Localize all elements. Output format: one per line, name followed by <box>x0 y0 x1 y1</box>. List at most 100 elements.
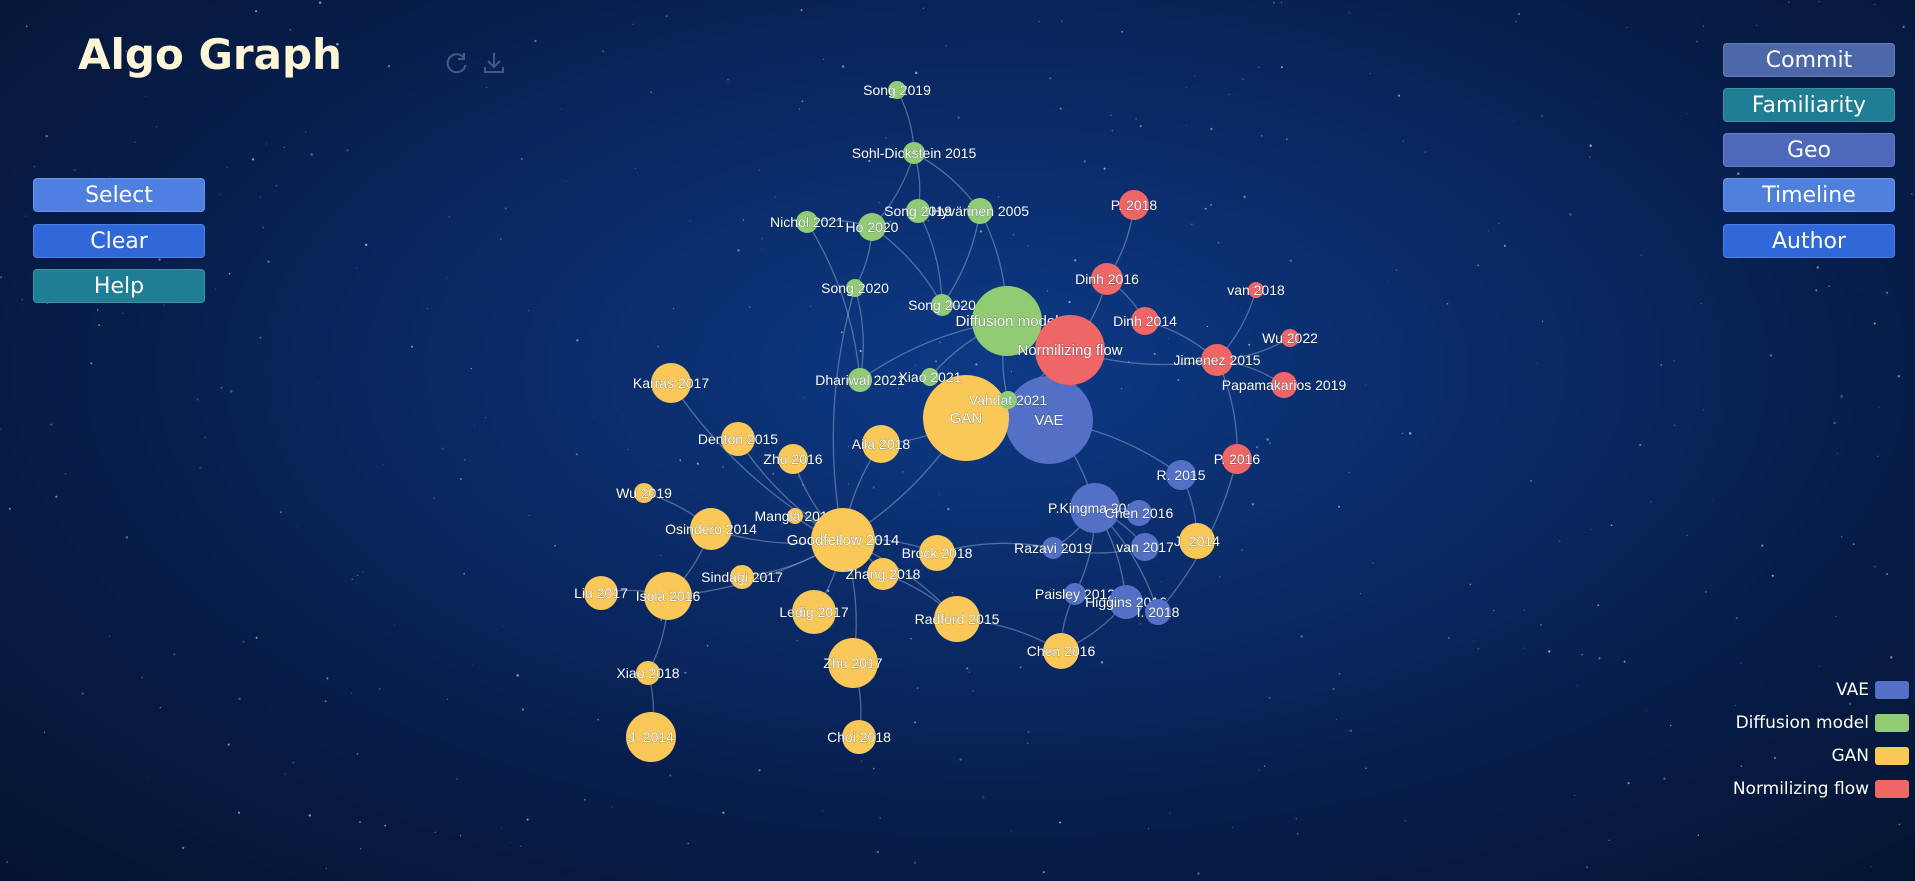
graph-node-song-2019[interactable]: Song 2019 <box>884 199 952 223</box>
graph-node-ho-2020[interactable]: Ho 2020 <box>845 213 899 241</box>
node-circle[interactable] <box>906 199 930 223</box>
node-circle[interactable] <box>1281 329 1299 347</box>
graph-node-xiao-2018[interactable]: Xiao 2018 <box>616 661 680 685</box>
node-circle[interactable] <box>796 211 818 233</box>
node-circle[interactable] <box>787 508 803 524</box>
graph-node-song-2019[interactable]: Song 2019 <box>863 81 931 99</box>
graph-node-xiao-2021[interactable]: Xiao 2021 <box>898 368 962 386</box>
refresh-icon[interactable] <box>444 50 470 76</box>
graph-node-razavi-2019[interactable]: Razavi 2019 <box>1014 537 1092 559</box>
node-circle[interactable] <box>1248 282 1264 298</box>
legend-item-gan[interactable]: GAN <box>1649 745 1909 767</box>
node-circle[interactable] <box>858 213 886 241</box>
legend-item-vae[interactable]: VAE <box>1649 679 1909 701</box>
graph-node-jimenez-2015[interactable]: Jimenez 2015 <box>1173 344 1261 376</box>
graph-node-osindero-2014[interactable]: Osindero 2014 <box>665 508 757 550</box>
node-circle[interactable] <box>636 661 660 685</box>
graph-node-nichol-2021[interactable]: Nichol 2021 <box>770 211 844 233</box>
node-circle[interactable] <box>721 422 755 456</box>
node-circle[interactable] <box>1131 307 1159 335</box>
graph-node-wu-2019[interactable]: Wu 2019 <box>616 483 672 503</box>
graph-node-van-2018[interactable]: van 2018 <box>1227 282 1285 299</box>
node-circle[interactable] <box>634 483 654 503</box>
node-circle[interactable] <box>1166 460 1196 490</box>
node-circle[interactable] <box>811 508 875 572</box>
node-circle[interactable] <box>931 294 953 316</box>
node-circle[interactable] <box>921 368 939 386</box>
node-circle[interactable] <box>828 638 878 688</box>
node-circle[interactable] <box>923 375 1009 461</box>
graph-node-zhu-2016[interactable]: Zhu 2016 <box>763 444 823 474</box>
graph-node-liu-2017[interactable]: Liu 2017 <box>574 576 628 610</box>
node-circle[interactable] <box>1070 483 1120 533</box>
node-circle[interactable] <box>1043 633 1079 669</box>
node-circle[interactable] <box>903 142 925 164</box>
node-circle[interactable] <box>1201 344 1233 376</box>
graph-node-denton-2015[interactable]: Denton 2015 <box>698 422 779 456</box>
graph-node-j-2014[interactable]: J. 2014 <box>1174 523 1220 559</box>
node-circle[interactable] <box>1145 599 1171 625</box>
node-circle[interactable] <box>967 198 993 224</box>
node-circle[interactable] <box>934 596 980 642</box>
node-circle[interactable] <box>792 590 836 634</box>
legend-item-diffusion-model[interactable]: Diffusion model <box>1649 712 1909 734</box>
node-circle[interactable] <box>584 576 618 610</box>
clear-button[interactable]: Clear <box>33 224 205 258</box>
node-circle[interactable] <box>1035 315 1105 385</box>
node-circle[interactable] <box>1064 583 1086 605</box>
commit-button[interactable]: Commit <box>1723 43 1895 77</box>
graph-node-goodfellow-2014[interactable]: Goodfellow 2014 <box>786 508 900 572</box>
graph-node-sohl-dickstein-2015[interactable]: Sohl-Dickstein 2015 <box>851 142 977 164</box>
graph-node-paisley-2012[interactable]: Paisley 2012 <box>1035 583 1116 605</box>
download-icon[interactable] <box>481 50 507 76</box>
graph-node-p-kingma-2013[interactable]: P.Kingma 2013 <box>1048 483 1142 533</box>
graph-node-dinh-2014[interactable]: Dinh 2014 <box>1113 307 1177 335</box>
node-circle[interactable] <box>1119 190 1149 220</box>
graph-node-radford-2015[interactable]: Radford 2015 <box>914 596 1000 642</box>
node-circle[interactable] <box>778 444 808 474</box>
graph-node-r-2015[interactable]: R. 2015 <box>1156 460 1206 490</box>
graph-node-karras-2017[interactable]: Karras 2017 <box>633 363 710 403</box>
node-circle[interactable] <box>972 286 1042 356</box>
graph-node-mangla-2019[interactable]: Mangla 2019 <box>754 508 836 525</box>
node-circle[interactable] <box>919 535 955 571</box>
graph-node-p-2016[interactable]: P. 2016 <box>1213 444 1261 474</box>
graph-node-vae[interactable]: VAE <box>1005 376 1093 464</box>
graph-node-normilizing-flow[interactable]: Normilizing flow <box>1017 315 1123 385</box>
node-circle[interactable] <box>862 425 900 463</box>
graph-node-van-2017[interactable]: van 2017 <box>1116 533 1174 561</box>
node-circle[interactable] <box>626 712 676 762</box>
legend-item-normilizing-flow[interactable]: Normilizing flow <box>1649 778 1909 800</box>
help-button[interactable]: Help <box>33 269 205 303</box>
graph-node-brock-2018[interactable]: Brock 2018 <box>901 535 973 571</box>
node-circle[interactable] <box>730 565 754 589</box>
node-circle[interactable] <box>1271 372 1297 398</box>
graph-node-vahdat-2021[interactable]: Vahdat 2021 <box>969 391 1048 409</box>
node-circle[interactable] <box>644 572 692 620</box>
graph-node-song-2020[interactable]: Song 2020 <box>908 294 976 316</box>
graph-node-diffusion-model[interactable]: Diffusion model <box>955 286 1059 356</box>
graph-node-ledig-2017[interactable]: Ledig 2017 <box>779 590 849 634</box>
graph-node-zhang-2018[interactable]: Zhang 2018 <box>845 558 921 590</box>
node-circle[interactable] <box>999 391 1017 409</box>
node-circle[interactable] <box>848 368 872 392</box>
graph-node-choi-2018[interactable]: Choi 2018 <box>827 720 891 754</box>
node-circle[interactable] <box>1179 523 1215 559</box>
geo-button[interactable]: Geo <box>1723 133 1895 167</box>
familiarity-button[interactable]: Familiarity <box>1723 88 1895 122</box>
graph-node-wu-2022[interactable]: Wu 2022 <box>1262 329 1318 347</box>
graph-node-chen-2016[interactable]: Chen 2016 <box>1026 633 1096 669</box>
node-circle[interactable] <box>888 81 906 99</box>
node-circle[interactable] <box>1109 585 1143 619</box>
graph-node-papamakarios-2019[interactable]: Papamakarios 2019 <box>1221 372 1347 398</box>
node-circle[interactable] <box>1222 444 1252 474</box>
node-circle[interactable] <box>1091 263 1123 295</box>
graph-node-i-2018[interactable]: I. 2018 <box>1136 599 1180 625</box>
node-circle[interactable] <box>846 279 864 297</box>
graph-node-sindagi-2017[interactable]: Sindagi 2017 <box>701 565 783 589</box>
graph-node-hyv-rinen-2005[interactable]: Hyvärinen 2005 <box>931 198 1030 224</box>
timeline-button[interactable]: Timeline <box>1723 178 1895 212</box>
graph-node-isola-2016[interactable]: Isola 2016 <box>635 572 701 620</box>
author-button[interactable]: Author <box>1723 224 1895 258</box>
node-circle[interactable] <box>842 720 876 754</box>
